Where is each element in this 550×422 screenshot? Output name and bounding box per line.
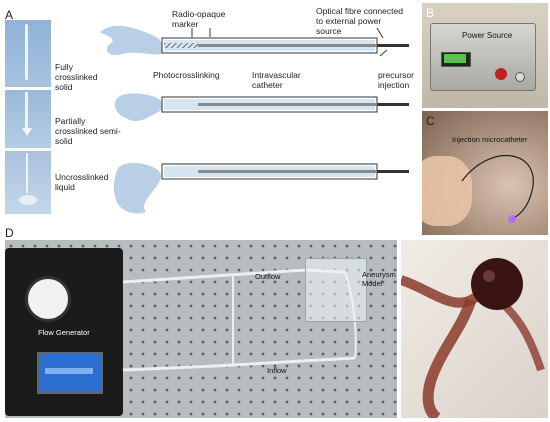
- fibre-in-catheter-1: [198, 44, 377, 47]
- photocrosslinking-zone: [164, 43, 198, 48]
- panel-d-letter: D: [5, 226, 14, 240]
- label-optical-fibre: Optical fibre connected to external powe…: [316, 6, 403, 36]
- outflow-label: Outflow: [255, 272, 281, 281]
- panel-a-letter: A: [5, 8, 14, 22]
- aneurysm-model-label: Aneurysm Model: [362, 270, 396, 288]
- flow-generator-dial: [25, 276, 71, 322]
- fully-crosslinked-photo: [5, 20, 51, 87]
- optical-fibre-1: [377, 44, 409, 47]
- microcatheter-wire: [461, 154, 534, 223]
- gel-blob-liquid: [113, 162, 161, 214]
- uncrosslinked-photo: [5, 151, 51, 214]
- label-radio-opaque-marker: Radio-opaque marker: [172, 9, 226, 29]
- gel-blob-solid: [100, 25, 162, 56]
- flow-generator-label: Flow Generator: [38, 328, 90, 337]
- flow-generator-box: Flow Generator: [5, 248, 123, 416]
- gel-blob-semisolid: [114, 93, 162, 122]
- vessel-model: [401, 258, 545, 418]
- fingers: [422, 156, 472, 226]
- label-photocrosslinking: Photocrosslinking: [153, 70, 220, 80]
- flow-setup-photo: Flow Generator Outflow Inflow Aneurysm M…: [5, 240, 397, 418]
- panel-b-letter: B: [426, 6, 435, 20]
- label-precursor-injection: precursor injection: [378, 70, 414, 90]
- injection-microcatheter-photo: Injection microcatheter: [422, 111, 548, 235]
- inflow-label: Inflow: [267, 366, 287, 375]
- flow-generator-screen: [37, 352, 103, 394]
- microcatheter-label: Injection microcatheter: [452, 135, 528, 144]
- state-label-uncrosslinked: Uncrosslinked liquid: [55, 172, 109, 192]
- label-intravascular-catheter: Intravascular catheter: [252, 70, 301, 90]
- aneurysm-model-photo: [401, 240, 548, 418]
- power-source-label: Power Source: [462, 31, 513, 40]
- state-label-partially-crosslinked: Partially crosslinked semi- solid: [55, 116, 121, 146]
- power-source-box: [430, 23, 536, 91]
- partially-crosslinked-photo: [5, 90, 51, 148]
- state-label-fully-crosslinked: Fully crosslinked solid: [55, 62, 98, 92]
- power-source-photo: Power Source: [422, 3, 548, 108]
- catheter-schematic: [100, 25, 409, 214]
- panel-c-letter: C: [426, 114, 435, 128]
- aneurysm-model-box: [305, 258, 367, 322]
